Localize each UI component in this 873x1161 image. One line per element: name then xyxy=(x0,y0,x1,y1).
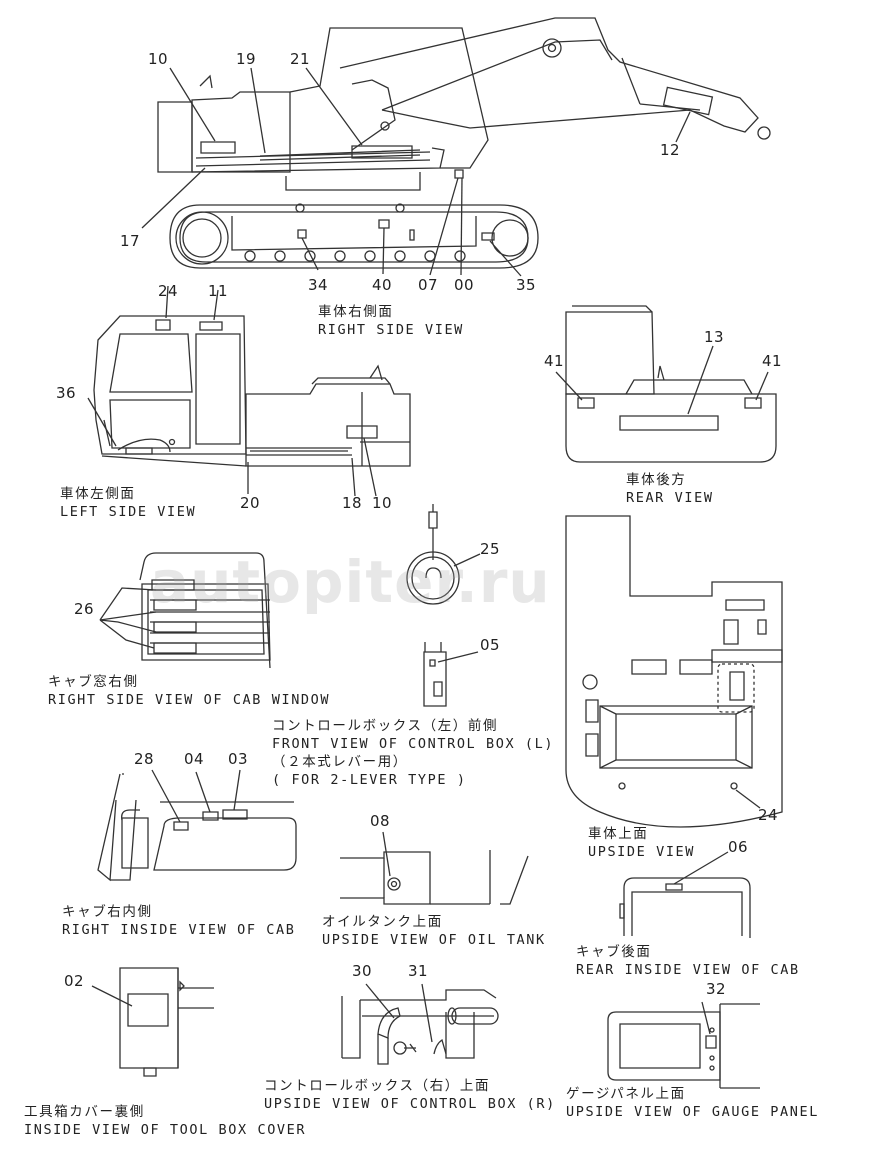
callout-34: 34 xyxy=(308,276,329,294)
callout-13: 13 xyxy=(704,328,725,346)
right-side-view-caption-ja: 車体右側面 xyxy=(318,304,394,320)
control-box-l-drawing xyxy=(407,504,480,706)
control-box-r-caption-ja: コントロールボックス（右）上面 xyxy=(264,1078,491,1094)
cab-window-drawing xyxy=(100,553,270,668)
callout-06: 06 xyxy=(728,838,749,856)
upside-view-drawing xyxy=(566,516,782,827)
rear-view-drawing xyxy=(556,306,776,462)
gauge-panel-caption-ja: ゲージパネル上面 xyxy=(566,1086,686,1102)
oil-tank-caption-ja: オイルタンク上面 xyxy=(322,914,443,930)
callout-41-left: 41 xyxy=(544,352,565,370)
upside-view-caption-en: UPSIDE VIEW xyxy=(588,844,696,860)
callout-10-right: 10 xyxy=(148,50,169,68)
gauge-panel-drawing xyxy=(608,1002,760,1088)
control-box-r-drawing xyxy=(342,984,498,1064)
callout-31: 31 xyxy=(408,962,429,980)
cab-window-caption-en: RIGHT SIDE VIEW OF CAB WINDOW xyxy=(48,692,331,708)
watermark: autopiter.ru xyxy=(150,548,551,616)
cab-rear-caption-en: REAR INSIDE VIEW OF CAB xyxy=(576,962,800,978)
callout-20: 20 xyxy=(240,494,261,512)
callout-00: 00 xyxy=(454,276,475,294)
tool-box-caption-ja: 工具箱カバー裏側 xyxy=(24,1104,145,1120)
upside-view-caption-ja: 車体上面 xyxy=(588,826,649,842)
cab-inside-caption-ja: キャブ右内側 xyxy=(62,904,153,920)
callout-35: 35 xyxy=(516,276,537,294)
right-side-view-caption-en: RIGHT SIDE VIEW xyxy=(318,322,464,338)
control-box-r-caption-en: UPSIDE VIEW OF CONTROL BOX (R) xyxy=(264,1096,556,1112)
callout-41-right: 41 xyxy=(762,352,783,370)
control-box-l-caption-ja2: （２本式レバー用） xyxy=(272,754,408,770)
cab-rear-drawing xyxy=(620,852,750,938)
callout-07: 07 xyxy=(418,276,439,294)
cab-inside-drawing xyxy=(98,770,296,880)
callout-11: 11 xyxy=(208,282,229,300)
callout-26: 26 xyxy=(74,600,95,618)
callout-30: 30 xyxy=(352,962,373,980)
rear-view-caption-ja: 車体後方 xyxy=(626,472,687,488)
cab-rear-caption-ja: キャブ後面 xyxy=(576,944,652,960)
cab-inside-caption-en: RIGHT INSIDE VIEW OF CAB xyxy=(62,922,296,938)
callout-18: 18 xyxy=(342,494,363,512)
oil-tank-drawing xyxy=(340,832,528,904)
tool-box-caption-en: INSIDE VIEW OF TOOL BOX COVER xyxy=(24,1122,307,1138)
callout-04: 04 xyxy=(184,750,205,768)
callout-02: 02 xyxy=(64,972,85,990)
callout-36: 36 xyxy=(56,384,77,402)
callout-24-upside: 24 xyxy=(758,806,779,824)
callout-28: 28 xyxy=(134,750,155,768)
control-box-l-caption-ja: コントロールボックス（左）前側 xyxy=(272,718,499,734)
left-side-view-caption-en: LEFT SIDE VIEW xyxy=(60,504,197,520)
oil-tank-caption-en: UPSIDE VIEW OF OIL TANK xyxy=(322,932,546,948)
callout-03: 03 xyxy=(228,750,249,768)
control-box-l-caption-en: FRONT VIEW OF CONTROL BOX (L) xyxy=(272,736,555,752)
callout-17: 17 xyxy=(120,232,141,250)
right-side-view-drawing xyxy=(142,18,770,276)
left-side-view-drawing xyxy=(88,286,410,496)
tool-box-drawing xyxy=(92,968,214,1076)
callout-21: 21 xyxy=(290,50,311,68)
left-side-view-caption-ja: 車体左側面 xyxy=(60,486,136,502)
callout-10-left: 10 xyxy=(372,494,393,512)
rear-view-caption-en: REAR VIEW xyxy=(626,490,714,506)
callout-25: 25 xyxy=(480,540,501,558)
callout-08: 08 xyxy=(370,812,391,830)
control-box-l-caption-en2: ( FOR 2-LEVER TYPE ) xyxy=(272,772,467,788)
cab-window-caption-ja: キャブ窓右側 xyxy=(48,674,139,690)
callout-19: 19 xyxy=(236,50,257,68)
callout-12: 12 xyxy=(660,141,681,159)
callout-05: 05 xyxy=(480,636,501,654)
callout-24-left: 24 xyxy=(158,282,179,300)
callout-32: 32 xyxy=(706,980,727,998)
gauge-panel-caption-en: UPSIDE VIEW OF GAUGE PANEL xyxy=(566,1104,819,1120)
callout-40: 40 xyxy=(372,276,393,294)
